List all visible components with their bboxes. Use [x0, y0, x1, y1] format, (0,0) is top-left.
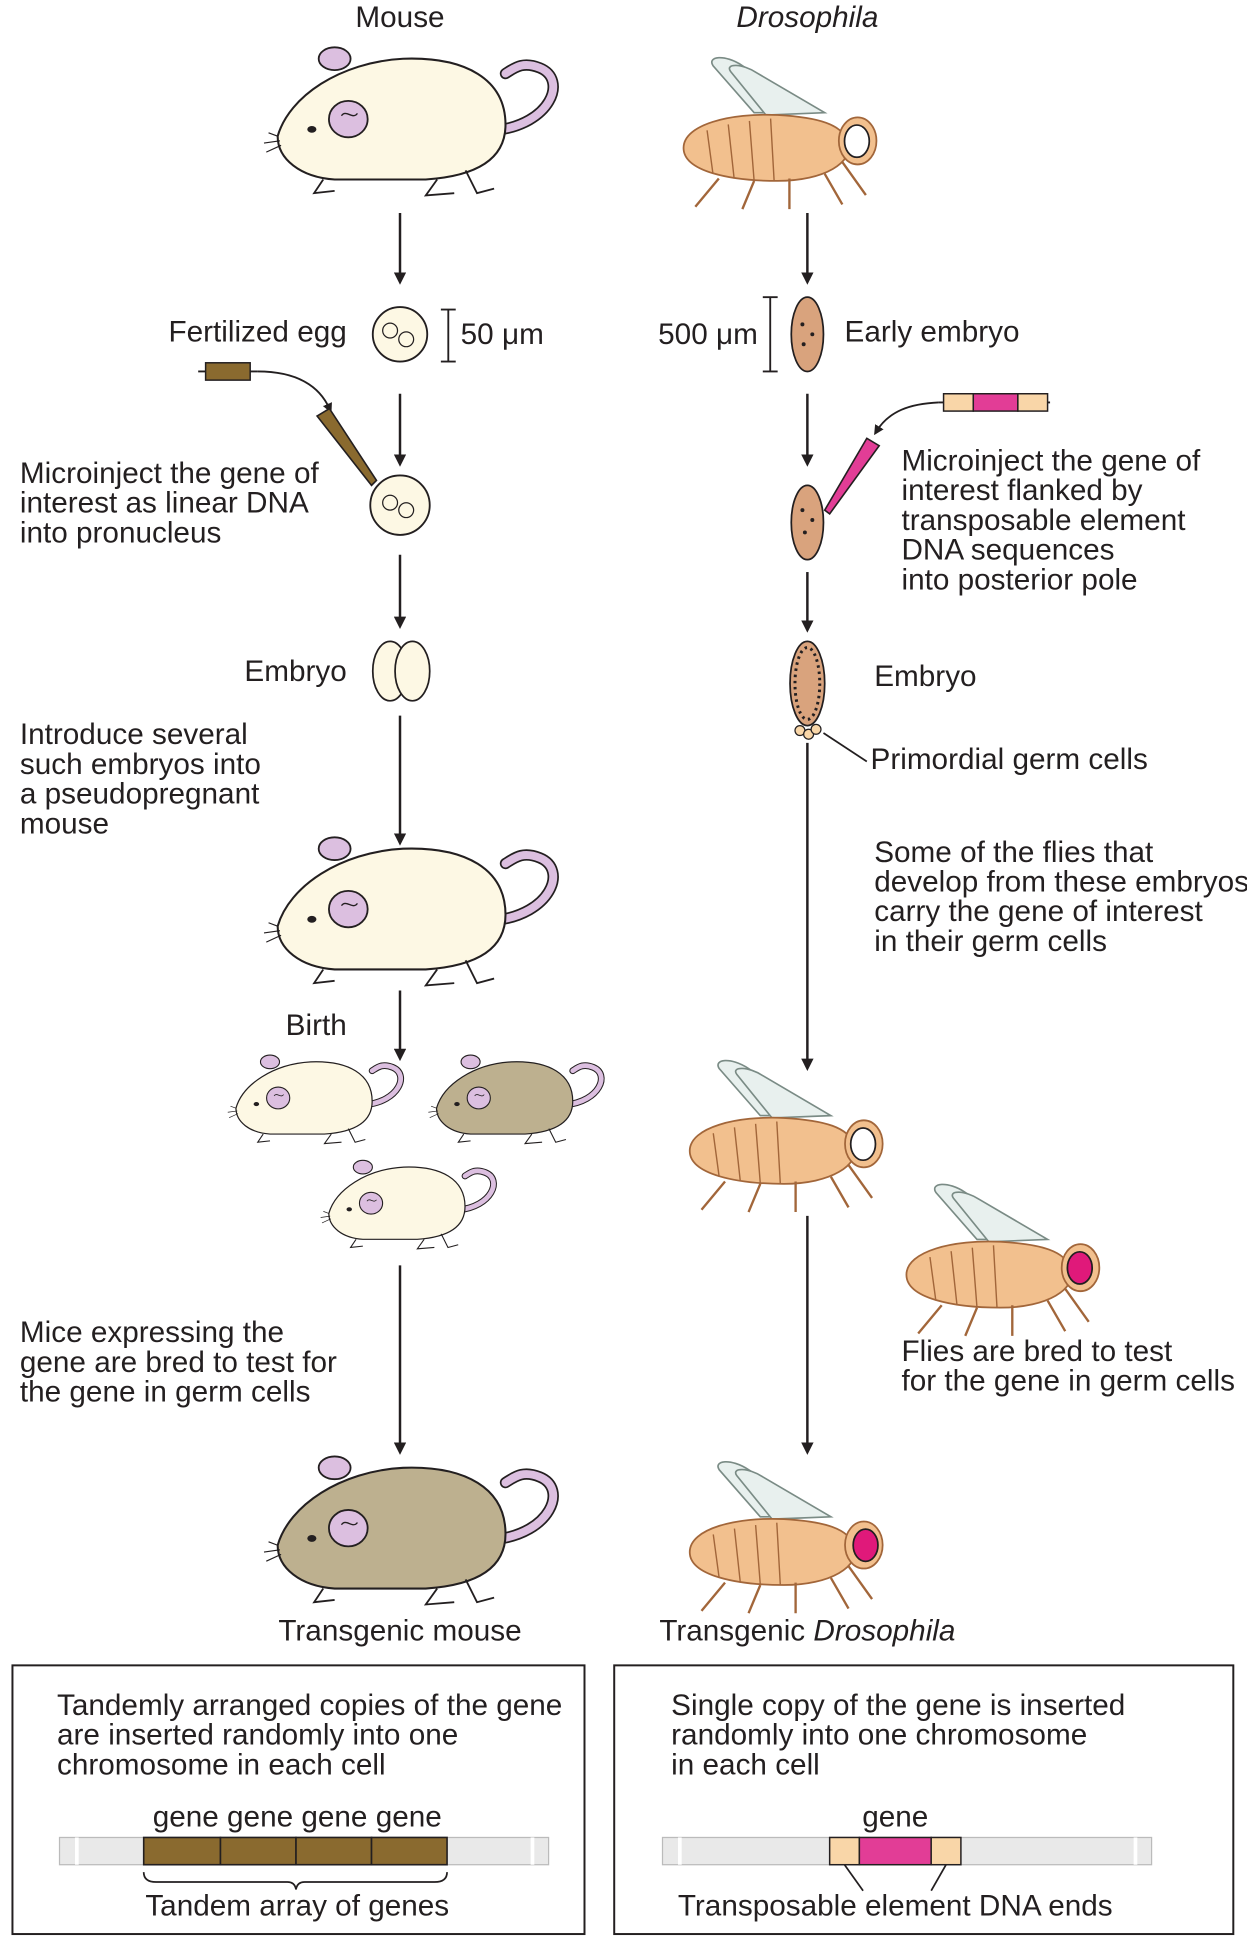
svg-text:the gene in germ cells: the gene in germ cells	[20, 1376, 311, 1409]
fly-column-title: Drosophila	[736, 1, 878, 34]
svg-text:interest as linear DNA: interest as linear DNA	[20, 487, 309, 520]
mouse-chromosome	[58, 1836, 550, 1866]
svg-text:are inserted randomly into one: are inserted randomly into one	[57, 1719, 458, 1752]
fly-result-box: Single copy of the gene is inserted rand…	[613, 1664, 1235, 1936]
fly-dna-arrow	[874, 401, 939, 436]
fly-embryo-germ-cells	[789, 640, 826, 740]
pup-brown	[428, 1055, 601, 1144]
svg-text:into posterior pole: into posterior pole	[901, 563, 1137, 596]
tandem-caption: Tandem array of genes	[145, 1889, 449, 1922]
fertilized-egg	[371, 306, 429, 363]
tandem-gene-labels: gene gene gene gene	[153, 1800, 442, 1833]
tandem-brace	[142, 1872, 448, 1890]
transgenic-mouse-label: Transgenic mouse	[278, 1615, 521, 1648]
flies-bred-text: Flies are bred to test for the gene in g…	[901, 1335, 1235, 1398]
svg-text:gene are bred to test for: gene are bred to test for	[20, 1346, 337, 1379]
mouse-dna-fragment	[198, 362, 258, 381]
fly-early-embryo	[790, 296, 825, 373]
mouse-top	[264, 47, 553, 195]
primordial-pointer	[822, 732, 868, 763]
pup-white-1	[228, 1055, 401, 1144]
early-embryo-label: Early embryo	[845, 316, 1020, 349]
svg-text:develop from these embryos: develop from these embryos	[874, 865, 1247, 898]
single-gene-label: gene	[862, 1800, 928, 1833]
te-end-pointer-right	[930, 1864, 947, 1892]
svg-text:DNA sequences: DNA sequences	[901, 534, 1114, 567]
svg-text:a pseudopregnant: a pseudopregnant	[20, 778, 260, 811]
svg-text:Flies are bred to test: Flies are bred to test	[901, 1335, 1172, 1368]
mice-expressing-text: Mice expressing the gene are bred to tes…	[20, 1316, 337, 1408]
fly-injected-embryo	[790, 484, 825, 561]
fly-scale-bar	[762, 296, 778, 373]
fly-red-eye	[905, 1183, 1101, 1338]
fertilized-egg-label: Fertilized egg	[168, 316, 346, 349]
fly-micropipette	[823, 437, 881, 515]
some-flies-text: Some of the flies that develop from thes…	[874, 836, 1247, 958]
fly-top	[682, 56, 878, 211]
svg-text:in each cell: in each cell	[671, 1748, 820, 1781]
svg-text:Some of the flies that: Some of the flies that	[874, 836, 1154, 869]
pup-white-2	[321, 1160, 494, 1249]
mouse-embryo	[371, 640, 431, 702]
svg-text:such embryos into: such embryos into	[20, 748, 261, 781]
svg-text:Microinject the gene of: Microinject the gene of	[901, 445, 1201, 478]
svg-text:Microinject the gene of: Microinject the gene of	[20, 457, 320, 490]
mouse-scale-bar-label: 50 μm	[461, 318, 544, 351]
svg-text:Mice expressing the: Mice expressing the	[20, 1316, 284, 1349]
mouse-dna-arrow	[257, 370, 332, 414]
svg-text:interest flanked by: interest flanked by	[901, 474, 1142, 507]
svg-text:for the gene in germ cells: for the gene in germ cells	[901, 1364, 1235, 1397]
transgenic-mouse	[264, 1456, 553, 1604]
te-end-pointer-left	[843, 1864, 864, 1892]
pseudopregnant-mouse	[264, 837, 553, 985]
svg-text:carry the gene of interest: carry the gene of interest	[874, 895, 1203, 928]
transgenic-fly-label: Transgenic Drosophila	[659, 1615, 955, 1648]
fly-chromosome	[661, 1836, 1153, 1866]
svg-text:Introduce several: Introduce several	[20, 718, 248, 751]
mouse-result-box: Tandemly arranged copies of the gene are…	[11, 1664, 586, 1936]
svg-text:chromosome in each cell: chromosome in each cell	[57, 1748, 386, 1781]
svg-text:in their germ cells: in their germ cells	[874, 925, 1107, 958]
te-ends-caption: Transposable element DNA ends	[678, 1889, 1113, 1922]
svg-text:into pronucleus: into pronucleus	[20, 516, 221, 549]
svg-text:randomly into one chromosome: randomly into one chromosome	[671, 1719, 1087, 1752]
injected-egg	[369, 474, 431, 536]
mouse-embryo-label: Embryo	[244, 655, 346, 688]
svg-text:mouse: mouse	[20, 807, 109, 840]
fly-dna-construct	[938, 393, 1051, 412]
svg-text:Single copy of the gene is ins: Single copy of the gene is inserted	[671, 1689, 1125, 1722]
svg-text:Tandemly arranged copies of th: Tandemly arranged copies of the gene	[57, 1689, 562, 1722]
transgenic-fly	[688, 1460, 884, 1615]
introduce-text: Introduce several such embryos into a ps…	[20, 718, 261, 840]
birth-label: Birth	[286, 1009, 347, 1042]
fly-microinject-text: Microinject the gene of interest flanked…	[901, 445, 1201, 597]
fly-embryo-label: Embryo	[874, 660, 976, 693]
mouse-micropipette	[315, 407, 378, 487]
mouse-column-title: Mouse	[355, 1, 444, 34]
fly-white-eye	[688, 1059, 884, 1214]
svg-text:transposable element: transposable element	[901, 504, 1186, 537]
fly-scale-bar-label: 500 μm	[658, 318, 758, 351]
mouse-scale-bar	[440, 308, 456, 363]
primordial-label: Primordial germ cells	[871, 743, 1148, 776]
mouse-microinject-text: Microinject the gene of interest as line…	[20, 457, 320, 549]
